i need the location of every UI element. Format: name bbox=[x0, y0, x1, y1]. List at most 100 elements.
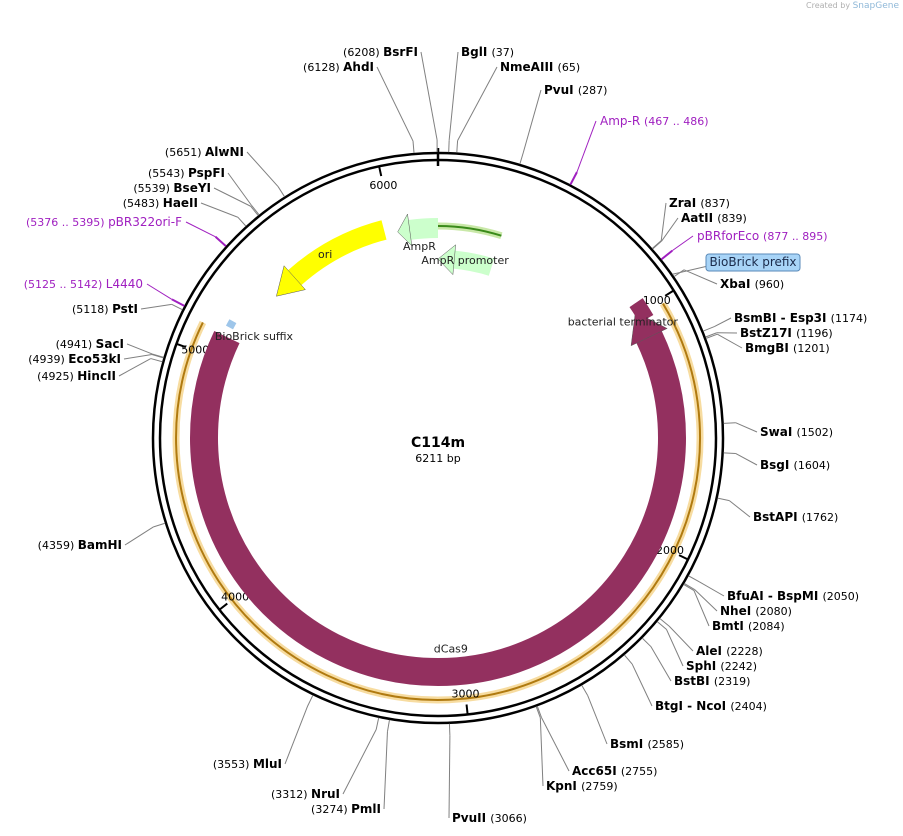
site-leader-MluI bbox=[284, 705, 309, 765]
site-coord: (839) bbox=[717, 212, 747, 225]
site-leader-BmtI bbox=[693, 590, 710, 627]
site-tick-BmtI bbox=[683, 583, 695, 591]
site-coord: (4925) bbox=[37, 370, 77, 383]
feature-label-ori: ori bbox=[318, 248, 332, 261]
site-name: NruI bbox=[311, 787, 340, 801]
site-tick-BsgI bbox=[723, 452, 736, 454]
site-tick-BseYI bbox=[250, 205, 259, 216]
site-name: BseYI bbox=[173, 181, 211, 195]
site-name: SphI bbox=[686, 659, 720, 673]
site-tick-BstZ17I bbox=[705, 332, 717, 338]
site-name: AhdI bbox=[343, 60, 374, 74]
site-label-AleI: AleI (2228) bbox=[696, 644, 763, 658]
primer-mark-Amp-R bbox=[569, 171, 578, 185]
tick-4000 bbox=[218, 602, 228, 611]
site-coord: (3066) bbox=[490, 812, 527, 825]
site-coord: (3553) bbox=[213, 758, 253, 771]
site-coord: (1762) bbox=[802, 511, 839, 524]
site-label-PstI: (5118) PstI bbox=[72, 302, 138, 316]
site-name: SwaI bbox=[760, 425, 796, 439]
site-tick-BstBI bbox=[641, 637, 652, 647]
feature-label-dcas9: dCas9 bbox=[434, 643, 468, 656]
site-name: BsgI bbox=[760, 458, 794, 472]
site-tick-BsmI bbox=[581, 685, 589, 696]
feature-biobrick-suffix bbox=[225, 319, 237, 330]
site-label-Eco53kI: (4939) Eco53kI bbox=[28, 352, 121, 366]
plasmid-size: 6211 bp bbox=[415, 452, 460, 465]
feature-dcas9-body bbox=[190, 331, 686, 686]
site-tick-MluI bbox=[307, 694, 314, 707]
site-coord: (5543) bbox=[148, 167, 188, 180]
site-tick-Eco53kI bbox=[151, 354, 164, 359]
site-label-SphI: SphI (2242) bbox=[686, 659, 757, 673]
site-coord: (2404) bbox=[730, 700, 767, 713]
site-coord: (1201) bbox=[793, 342, 830, 355]
site-coord: (3312) bbox=[271, 788, 311, 801]
site-leader-BstBI bbox=[650, 646, 672, 682]
site-label-AhdI: (6128) AhdI bbox=[303, 60, 374, 74]
site-leader-PvuI bbox=[522, 89, 542, 153]
credit-watermark: Created by SnapGene bbox=[806, 1, 899, 11]
primer-range: (467 .. 486) bbox=[644, 115, 709, 128]
site-coord: (287) bbox=[578, 84, 608, 97]
site-name: BmgBI bbox=[745, 341, 793, 355]
site-tick-BfuAI-BspMI bbox=[688, 575, 700, 583]
site-label-NmeAIII: NmeAIII (65) bbox=[500, 60, 580, 74]
tick-1000 bbox=[664, 289, 675, 297]
site-name: HincII bbox=[77, 369, 116, 383]
site-coord: (65) bbox=[558, 61, 581, 74]
site-label-ZraI: ZraI (837) bbox=[669, 196, 730, 210]
site-tick-NruI bbox=[375, 717, 380, 730]
site-tick-AhdI bbox=[412, 141, 415, 154]
site-leader-BfuAI-BspMI bbox=[698, 581, 725, 597]
site-label-MluI: (3553) MluI bbox=[213, 757, 282, 771]
site-label-BsrFI: (6208) BsrFI bbox=[343, 45, 418, 59]
site-tick-BsmBI-Esp3I bbox=[703, 326, 715, 332]
tick-label-2000: 2000 bbox=[656, 544, 684, 557]
site-label-SacI: (4941) SacI bbox=[56, 337, 124, 351]
site-leader-BmgBI bbox=[717, 333, 743, 349]
primer-mark-pBR322ori-F bbox=[214, 236, 227, 247]
site-label-BglI: BglI (37) bbox=[461, 45, 514, 59]
site-label-XbaI: XbaI (960) bbox=[720, 277, 784, 291]
site-coord: (3274) bbox=[311, 803, 351, 816]
primer-range: (5125 .. 5142) bbox=[24, 278, 106, 291]
site-coord: (4939) bbox=[28, 353, 68, 366]
feature-ampr-body bbox=[408, 217, 439, 240]
tick-2000 bbox=[678, 554, 689, 561]
site-leader-BsmBI-Esp3I bbox=[714, 317, 732, 328]
site-labels: Amp-R (467 .. 486)pBRforEco (877 .. 895)… bbox=[24, 45, 868, 825]
feature-ori-head bbox=[276, 265, 306, 297]
site-coord: (2084) bbox=[748, 620, 785, 633]
primer-label-pBRforEco: pBRforEco (877 .. 895) bbox=[697, 229, 828, 243]
site-name: AleI bbox=[696, 644, 726, 658]
biobrick-prefix-label: BioBrick prefix bbox=[709, 255, 796, 269]
site-name: BstZ17I bbox=[740, 326, 796, 340]
site-name: XbaI bbox=[720, 277, 755, 291]
site-tick-PvuI bbox=[519, 152, 524, 165]
tick-label-3000: 3000 bbox=[451, 688, 479, 701]
site-name: BglI bbox=[461, 45, 492, 59]
primer-label-pBR322ori-F: (5376 .. 5395) pBR322ori-F bbox=[26, 215, 182, 229]
site-label-PmlI: (3274) PmlI bbox=[311, 802, 381, 816]
site-coord: (2242) bbox=[720, 660, 757, 673]
site-leader-BtgI-NcoI bbox=[631, 663, 653, 707]
site-name: BsmBI - Esp3I bbox=[734, 311, 831, 325]
site-label-BsgI: BsgI (1604) bbox=[760, 458, 830, 472]
site-name: HaeII bbox=[163, 196, 198, 210]
site-tick-XbaI bbox=[673, 269, 685, 278]
site-name: BstBI bbox=[674, 674, 714, 688]
tick-label-1000: 1000 bbox=[643, 294, 671, 307]
site-label-KpnI: KpnI (2759) bbox=[546, 779, 618, 793]
primer-leader-pBRforEco bbox=[672, 235, 694, 252]
site-coord: (5118) bbox=[72, 303, 112, 316]
site-label-BtgI-NcoI: BtgI - NcoI (2404) bbox=[655, 699, 767, 713]
site-label-AatII: AatII (839) bbox=[681, 211, 747, 225]
site-leader-BglI bbox=[448, 51, 459, 141]
biobrick-prefix-leader bbox=[672, 265, 709, 275]
site-leaders bbox=[118, 51, 758, 819]
site-tick-AlwNI bbox=[277, 186, 285, 197]
site-label-HincII: (4925) HincII bbox=[37, 369, 116, 383]
